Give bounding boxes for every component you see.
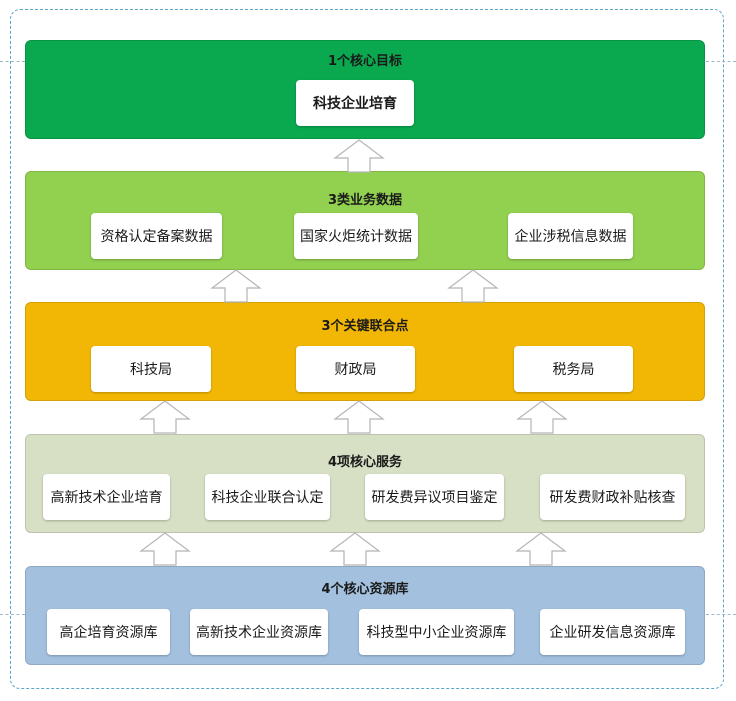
layer-resource-pools: 4个核心资源库 高企培育资源库 高新技术企业资源库 科技型中小企业资源库 企业研… [25,566,705,665]
service-box: 研发费异议项目鉴定 [365,474,504,520]
layer-core-goal: 1个核心目标 科技企业培育 [25,40,705,139]
resource-box: 高企培育资源库 [47,609,170,655]
layer-title: 3个关键联合点 [321,319,409,334]
service-box: 高新技术企业培育 [43,474,170,520]
service-box: 科技企业联合认定 [205,474,330,520]
layer-key-joints: 3个关键联合点 科技局 财政局 税务局 [25,302,705,401]
data-box: 企业涉税信息数据 [508,213,633,259]
up-arrow-icon [333,139,385,173]
up-arrow-icon [139,532,191,566]
resource-box: 企业研发信息资源库 [540,609,685,655]
up-arrow-icon [210,269,262,303]
layer-core-services: 4项核心服务 高新技术企业培育 科技企业联合认定 研发费异议项目鉴定 研发费财政… [25,434,705,533]
service-box: 研发费财政补贴核查 [540,474,685,520]
guide-line [0,61,25,62]
up-arrow-icon [447,269,499,303]
joint-box: 税务局 [514,346,633,392]
up-arrow-icon [516,400,568,434]
guide-line [0,614,25,615]
joint-box: 财政局 [296,346,415,392]
layer-title: 4项核心服务 [327,455,403,470]
resource-box: 科技型中小企业资源库 [359,609,514,655]
up-arrow-icon [139,400,191,434]
goal-box: 科技企业培育 [296,80,414,126]
joint-box: 科技局 [91,346,211,392]
up-arrow-icon [515,532,567,566]
data-box: 资格认定备案数据 [91,213,222,259]
layer-business-data: 3类业务数据 资格认定备案数据 国家火炬统计数据 企业涉税信息数据 [25,171,705,270]
guide-line [706,614,736,615]
layer-title: 1个核心目标 [327,54,403,69]
layer-title: 4个核心资源库 [321,582,409,597]
up-arrow-icon [333,400,385,434]
resource-box: 高新技术企业资源库 [190,609,328,655]
layer-title: 3类业务数据 [327,193,403,208]
up-arrow-icon [329,532,381,566]
data-box: 国家火炬统计数据 [294,213,418,259]
outer-frame [10,9,724,689]
guide-line [706,61,736,62]
